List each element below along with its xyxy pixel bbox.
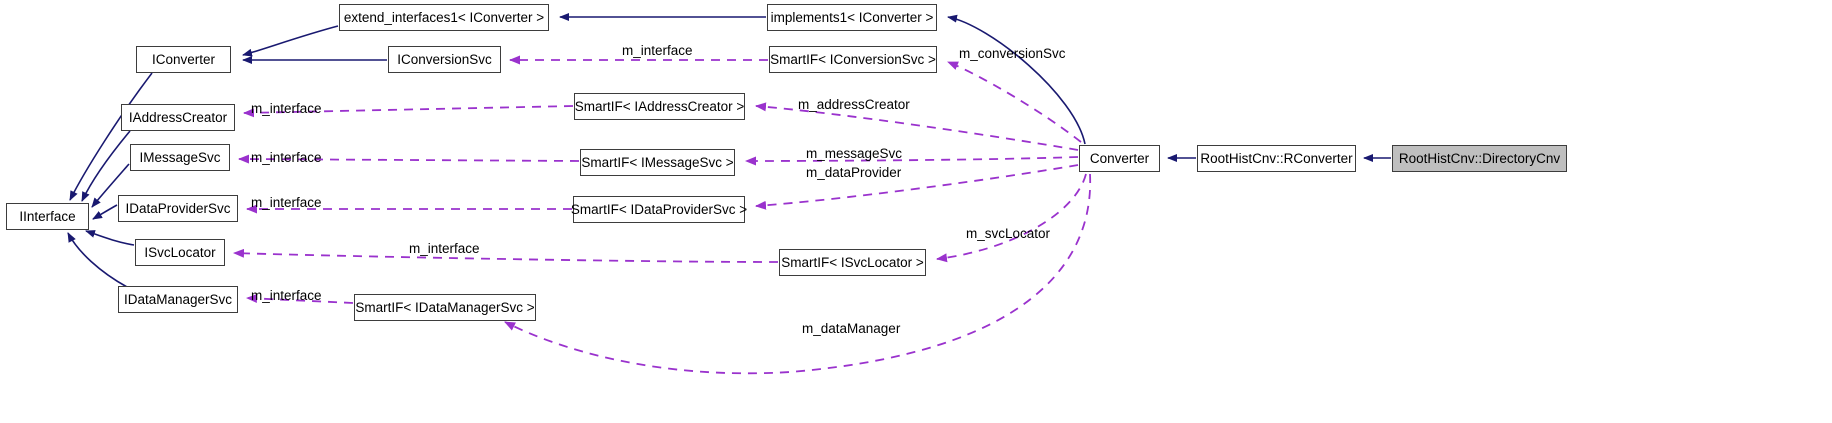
edge-label-m-addresscreator: m_addressCreator xyxy=(798,97,910,112)
node-label: extend_interfaces1< IConverter > xyxy=(343,9,545,25)
node-label: RootHistCnv::RConverter xyxy=(1200,150,1353,166)
node-label: implements1< IConverter > xyxy=(770,9,934,25)
label-text: m_messageSvc xyxy=(806,146,903,161)
node-smartif-iconversionsvc[interactable]: SmartIF< IConversionSvc > xyxy=(769,46,937,73)
label-text: m_interface xyxy=(251,150,322,165)
node-label: SmartIF< IConversionSvc > xyxy=(770,51,936,67)
node-smartif-iaddresscreator[interactable]: SmartIF< IAddressCreator > xyxy=(574,93,745,120)
edge-idataprovidersvc-to-iinterface xyxy=(92,204,118,220)
node-roothistcnv-directorycnv[interactable]: RootHistCnv::DirectoryCnv xyxy=(1392,145,1567,172)
edge-converter-to-smartif-iaddresscreator xyxy=(755,102,1079,151)
node-label: IInterface xyxy=(19,208,76,224)
node-iconverter[interactable]: IConverter xyxy=(136,46,231,73)
node-label: SmartIF< IDataManagerSvc > xyxy=(355,299,535,315)
node-smartif-isvclocator[interactable]: SmartIF< ISvcLocator > xyxy=(779,249,926,276)
node-label: RootHistCnv::DirectoryCnv xyxy=(1398,150,1561,166)
edge-label-m-interface-addresscreator: m_interface xyxy=(251,101,322,116)
edge-extend-to-iconverter xyxy=(242,25,339,57)
node-label: IAddressCreator xyxy=(128,109,228,125)
edge-iaddresscreator-to-iinterface xyxy=(81,130,131,202)
edge-label-m-datamanager: m_dataManager xyxy=(802,321,900,336)
node-imessagesvc[interactable]: IMessageSvc xyxy=(130,144,230,171)
edge-label-m-dataprovider: m_dataProvider xyxy=(806,165,901,180)
node-converter[interactable]: Converter xyxy=(1079,145,1160,172)
edge-converter-to-smartif-idataprovidersvc xyxy=(755,164,1079,210)
node-label: SmartIF< IDataProviderSvc > xyxy=(570,201,748,217)
node-label: IMessageSvc xyxy=(139,149,221,165)
label-text: m_dataProvider xyxy=(806,165,902,180)
node-label: SmartIF< ISvcLocator > xyxy=(781,254,924,270)
edge-label-m-interface-datamanager: m_interface xyxy=(251,288,322,303)
edge-smartif-isvclocator-to-isvclocator xyxy=(233,248,779,263)
edge-isvclocator-to-iinterface xyxy=(85,230,135,246)
node-iaddresscreator[interactable]: IAddressCreator xyxy=(121,104,235,131)
edge-converter-to-implements1 xyxy=(947,14,1086,145)
node-idataprovidersvc[interactable]: IDataProviderSvc xyxy=(118,195,238,222)
label-text: m_addressCreator xyxy=(798,97,910,112)
node-label: IConversionSvc xyxy=(397,51,492,67)
label-text: m_conversionSvc xyxy=(959,46,1066,61)
node-label: IDataProviderSvc xyxy=(125,200,231,216)
edge-idatamanagersvc-to-iinterface xyxy=(67,232,128,288)
label-text: m_interface xyxy=(251,288,322,303)
node-label: IDataManagerSvc xyxy=(123,291,233,307)
label-text: m_dataManager xyxy=(802,321,901,336)
node-label: Converter xyxy=(1089,150,1150,166)
node-label: SmartIF< IMessageSvc > xyxy=(581,154,734,170)
edge-label-m-interface-dataprovider: m_interface xyxy=(251,195,322,210)
edge-label-m-interface-svclocator: m_interface xyxy=(409,241,480,256)
edge-label-m-interface-conversionsvc: m_interface xyxy=(622,43,693,58)
node-idatamanagersvc[interactable]: IDataManagerSvc xyxy=(118,286,238,313)
label-text: m_interface xyxy=(409,241,480,256)
label-text: m_interface xyxy=(251,195,322,210)
node-implements1-iconverter[interactable]: implements1< IConverter > xyxy=(767,4,937,31)
node-smartif-idatamanagersvc[interactable]: SmartIF< IDataManagerSvc > xyxy=(354,294,536,321)
node-smartif-idataprovidersvc[interactable]: SmartIF< IDataProviderSvc > xyxy=(570,196,748,223)
edge-iconverter-to-iinterface xyxy=(69,72,153,201)
node-roothistcnv-rconverter[interactable]: RootHistCnv::RConverter xyxy=(1197,145,1356,172)
edge-converter-to-smartif-imessagesvc xyxy=(745,156,1079,166)
node-extend-interfaces1-iconverter[interactable]: extend_interfaces1< IConverter > xyxy=(339,4,549,31)
node-label: ISvcLocator xyxy=(144,244,216,260)
edge-label-m-messagesvc: m_messageSvc xyxy=(806,146,902,161)
node-iinterface[interactable]: IInterface xyxy=(6,203,89,230)
label-text: m_interface xyxy=(251,101,322,116)
edge-converter-to-smartif-isvclocator xyxy=(936,173,1087,263)
edge-label-m-conversionsvc: m_conversionSvc xyxy=(959,46,1066,61)
node-iconversionsvc[interactable]: IConversionSvc xyxy=(388,46,501,73)
edge-converter-to-smartif-iconversionsvc xyxy=(947,61,1082,143)
label-text: m_svcLocator xyxy=(966,226,1051,241)
label-text: m_interface xyxy=(622,43,693,58)
node-label: SmartIF< IAddressCreator > xyxy=(574,98,745,114)
node-smartif-imessagesvc[interactable]: SmartIF< IMessageSvc > xyxy=(580,149,735,176)
edge-label-m-svclocator: m_svcLocator xyxy=(966,226,1050,241)
node-isvclocator[interactable]: ISvcLocator xyxy=(135,239,225,266)
edge-label-m-interface-messagesvc: m_interface xyxy=(251,150,322,165)
node-label: IConverter xyxy=(151,51,216,67)
